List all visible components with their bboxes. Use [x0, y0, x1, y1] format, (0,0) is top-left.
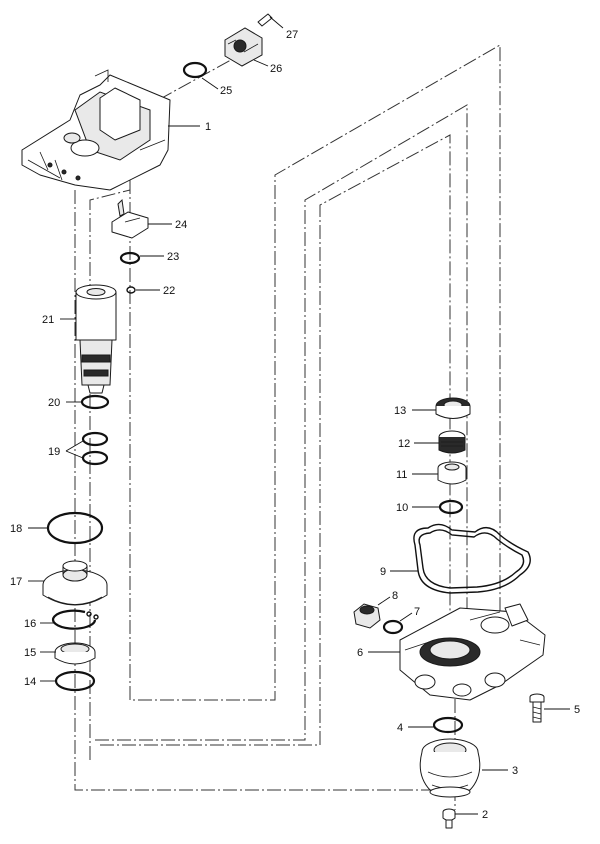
callout-4: 4: [397, 722, 403, 734]
callout-24: 24: [175, 219, 187, 231]
callout-25: 25: [220, 85, 232, 97]
callout-15: 15: [24, 647, 36, 659]
part-13-seal-cap: [435, 397, 471, 419]
leader-19b: [65, 450, 84, 459]
callout-17: 17: [10, 576, 22, 588]
part-1-housing-cover: [21, 69, 171, 191]
axis-inner-loop: [100, 134, 451, 746]
callout-18: 18: [10, 523, 22, 535]
leader-lines: [28, 16, 570, 815]
callout-3: 3: [512, 765, 518, 777]
leader-25: [201, 77, 219, 90]
callout-19: 19: [48, 446, 60, 458]
callout-6: 6: [357, 647, 363, 659]
callout-11: 11: [396, 469, 407, 481]
part-23-ring: [119, 251, 141, 265]
part-5-bolt: [529, 693, 545, 723]
callout-22: 22: [163, 285, 175, 297]
callout-16: 16: [24, 618, 36, 630]
part-6-valve-body: [399, 603, 546, 701]
part-19-o-rings: [81, 431, 109, 466]
leader-7: [399, 612, 413, 622]
callout-9: 9: [380, 566, 386, 578]
callout-8: 8: [392, 590, 398, 602]
leader-27: [269, 16, 284, 29]
axis-top-link: [139, 54, 241, 111]
leader-26: [253, 59, 269, 67]
callout-21: 21: [42, 314, 54, 326]
callout-26: 26: [270, 63, 282, 75]
callout-2: 2: [482, 809, 488, 821]
part-4-o-ring: [432, 716, 464, 734]
axis-main-left: [74, 190, 445, 791]
part-21-solenoid-valve: [75, 284, 117, 394]
part-24-sensor: [111, 198, 149, 239]
part-10-o-ring: [438, 499, 464, 515]
callout-23: 23: [167, 251, 179, 263]
part-2-screw: [442, 808, 456, 829]
callout-5: 5: [574, 704, 580, 716]
callout-20: 20: [48, 397, 60, 409]
part-26-connector: [224, 27, 263, 67]
part-12-spring-cartridge: [438, 430, 466, 454]
callout-12: 12: [398, 438, 410, 450]
axis-mid-loop: [95, 104, 468, 741]
part-15-bushing: [54, 642, 96, 665]
part-9-gasket: [413, 523, 531, 594]
callout-1: 1: [205, 121, 211, 133]
part-7-o-ring: [382, 619, 404, 635]
part-20-o-ring: [80, 394, 110, 410]
callout-27: 27: [286, 29, 298, 41]
part-17-piston-plate: [42, 560, 108, 606]
callout-10: 10: [396, 502, 408, 514]
part-25-o-ring: [182, 61, 208, 79]
callout-13: 13: [394, 405, 406, 417]
part-16-circlip: [51, 609, 99, 630]
leader-8: [377, 596, 391, 606]
part-11-valve-piston: [437, 461, 467, 485]
part-22-small-o-ring: [126, 286, 136, 294]
callout-labels: 27 26 25 1 24 23 22 21 20 19 18 17 16 15…: [10, 29, 580, 821]
callout-7: 7: [414, 606, 420, 618]
leader-19a: [65, 440, 84, 452]
part-8-plug: [353, 603, 381, 629]
callout-14: 14: [24, 676, 36, 688]
part-3-bowl: [419, 738, 481, 798]
part-27-pin: [257, 13, 273, 27]
